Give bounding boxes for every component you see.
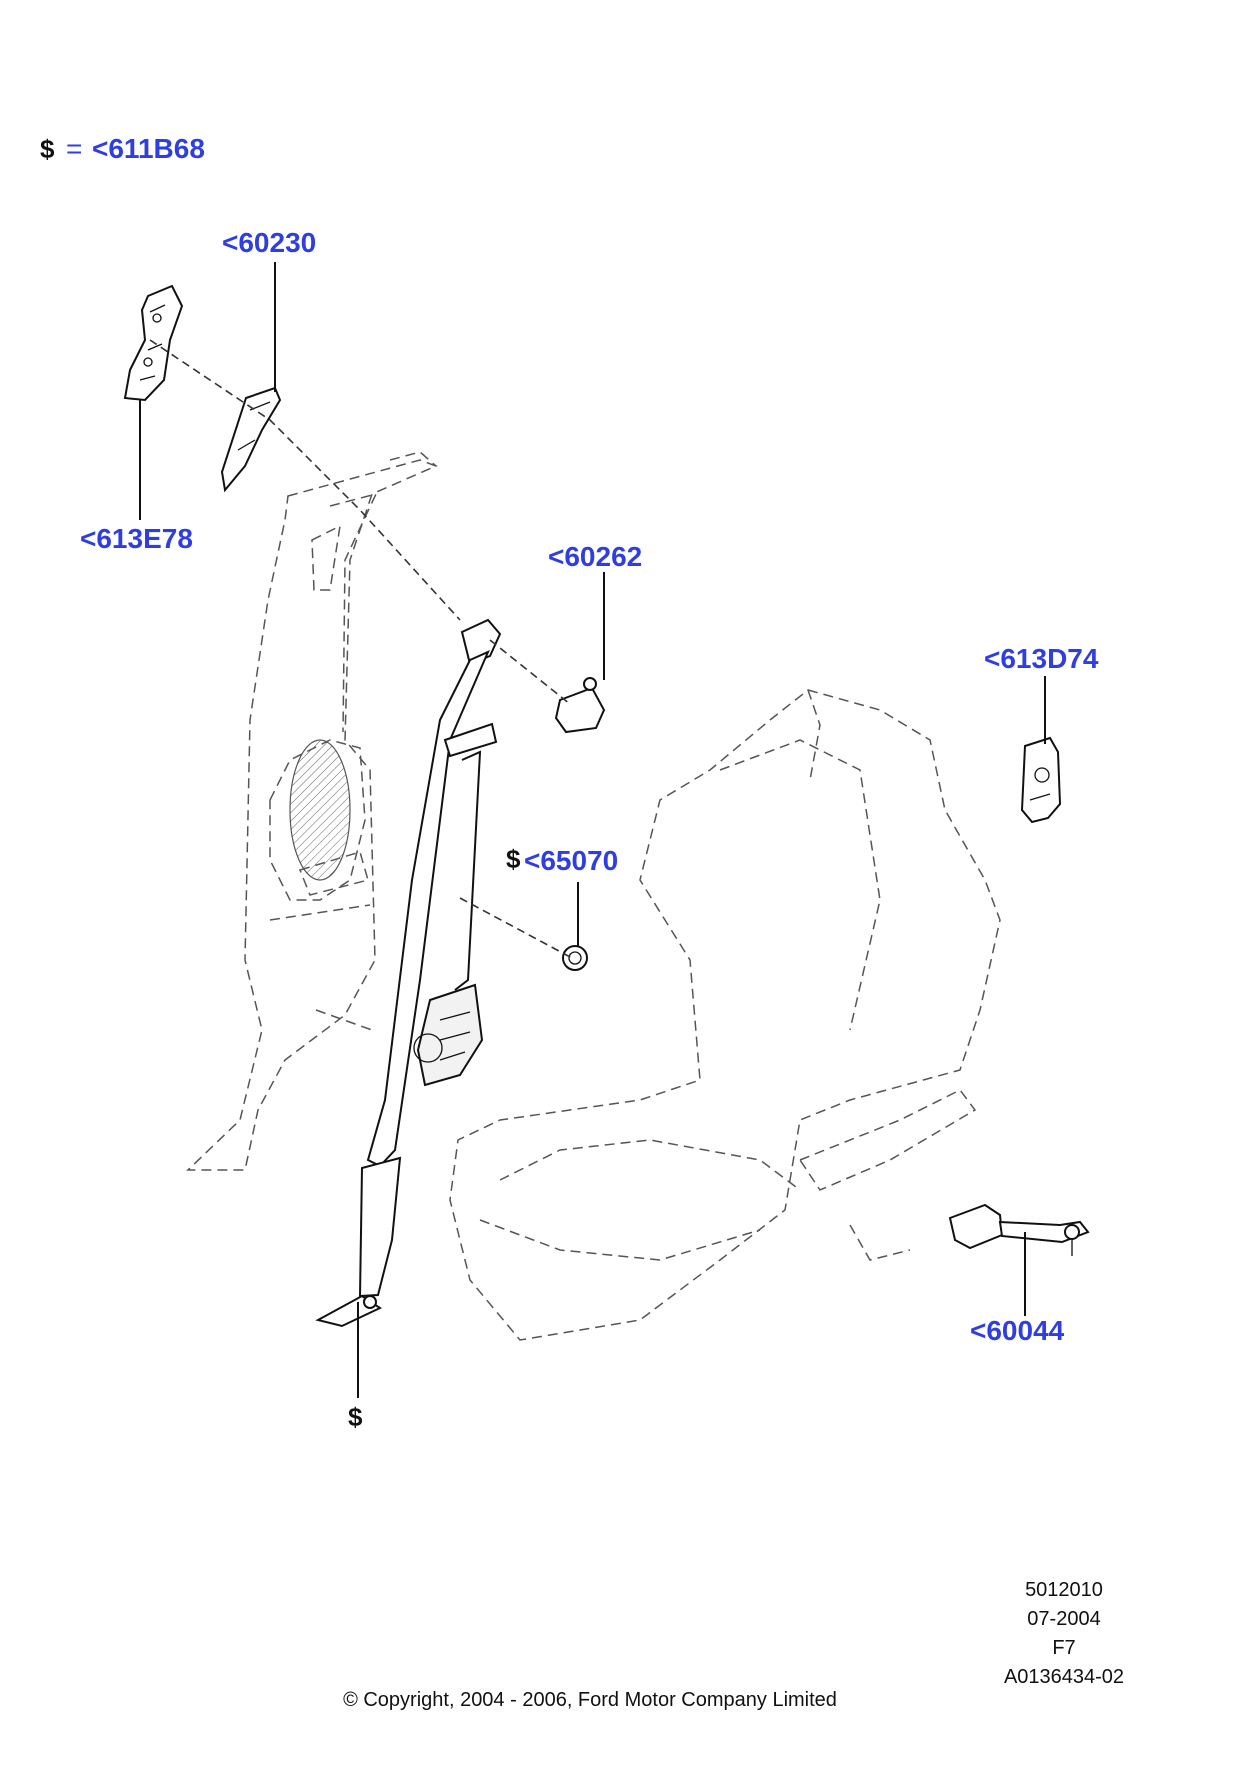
callout-60230[interactable]: <60230: [222, 227, 316, 258]
front-seat-outline: [449, 689, 1001, 1341]
footer: 5012010 07-2004 F7 A0136434-02 © Copyrig…: [343, 1579, 1124, 1711]
callout-65070-symbol: $: [506, 844, 521, 874]
callout-60044[interactable]: <60044: [970, 1315, 1065, 1346]
footer-group: F7: [1052, 1637, 1075, 1659]
speaker-grille: [289, 739, 351, 881]
alignment-lines: [149, 339, 573, 959]
callout-65070[interactable]: <65070: [524, 845, 618, 876]
legend-equals: =: [66, 133, 82, 164]
legend: $ = <611B68: [40, 133, 205, 164]
bracket-613d74[interactable]: [1020, 736, 1062, 824]
callouts: <60230 <613E78 <60262 <613D74 $ <65070 <…: [80, 227, 1099, 1432]
footer-date: 07-2004: [1027, 1608, 1100, 1630]
legend-reference[interactable]: <611B68: [92, 133, 205, 164]
fastener-65070[interactable]: [562, 945, 588, 971]
height-adjuster-cover[interactable]: [220, 386, 282, 493]
leader-lines: [139, 262, 1046, 1398]
callout-bottom-symbol: $: [348, 1402, 363, 1432]
callout-613e78[interactable]: <613E78: [80, 523, 193, 554]
seat-belt-buckle[interactable]: [948, 1203, 1090, 1256]
callout-60262[interactable]: <60262: [548, 541, 642, 572]
footer-illustration-id: A0136434-02: [1004, 1666, 1124, 1688]
anchor-bolt-cap[interactable]: [554, 677, 606, 734]
callout-613d74[interactable]: <613D74: [984, 643, 1099, 674]
footer-copyright: © Copyright, 2004 - 2006, Ford Motor Com…: [343, 1689, 837, 1711]
footer-code: 5012010: [1025, 1579, 1103, 1601]
seat-belt-retractor-assembly[interactable]: [315, 618, 502, 1328]
legend-symbol: $: [40, 134, 55, 164]
